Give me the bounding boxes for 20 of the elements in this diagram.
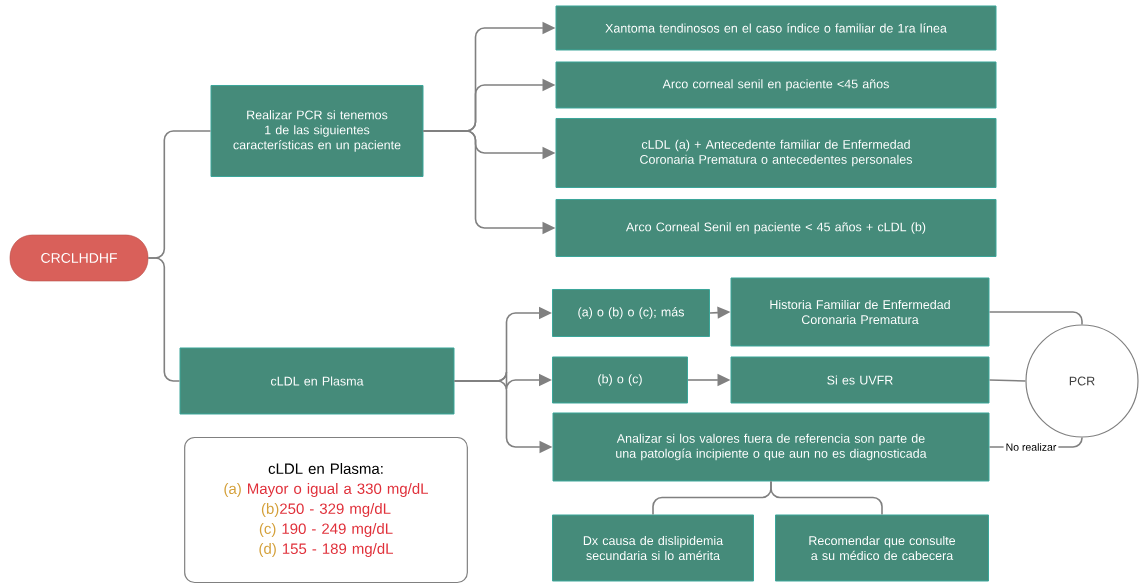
process-box: cLDL (a) + Antecedente familiar de Enfermedad Coronaria Prematura o antecedentes personales — [555, 118, 997, 188]
process-box: (a) o (b) o (c); más — [552, 289, 710, 337]
process-box: Historia Familiar de Enfermedad Coronaria Prematura — [730, 277, 990, 347]
process-box: Recomendar que consulte a su médico de cabecera — [775, 514, 989, 582]
connector — [770, 480, 883, 516]
edge-label: No realizar — [1003, 441, 1059, 453]
connector — [988, 311, 1083, 326]
start-pill: CRCLHDHF — [9, 234, 149, 282]
note-box: cLDL en Plasma: (a) Mayor o igual a 330 mg/dL (b)250 - 329 mg/dL (c) 190 - 249 mg/dL (d) 155 - 189 mg/dL — [184, 436, 468, 584]
process-box: Realizar PCR si tenemos 1 de las siguientes características en un paciente — [210, 85, 424, 177]
connector — [147, 257, 181, 382]
process-box: Analizar si los valores fuera de referencia son parte de una patología incipiente o que aun no es diagnosticada — [552, 412, 990, 482]
process-box: cLDL en Plasma — [179, 347, 455, 415]
process-box: Dx causa de dislipidemia secundaria si lo amérita — [552, 514, 754, 582]
connector — [988, 379, 1027, 382]
process-box: (b) o (c) — [552, 356, 688, 404]
process-box: Si es UVFR — [730, 356, 990, 404]
process-box: Arco corneal senil en paciente <45 años — [555, 61, 997, 109]
process-box: Arco Corneal Senil en paciente < 45 años + cLDL (b) — [555, 199, 997, 257]
process-box: Xantoma tendinosos en el caso índice o familiar de 1ra línea — [555, 5, 997, 51]
